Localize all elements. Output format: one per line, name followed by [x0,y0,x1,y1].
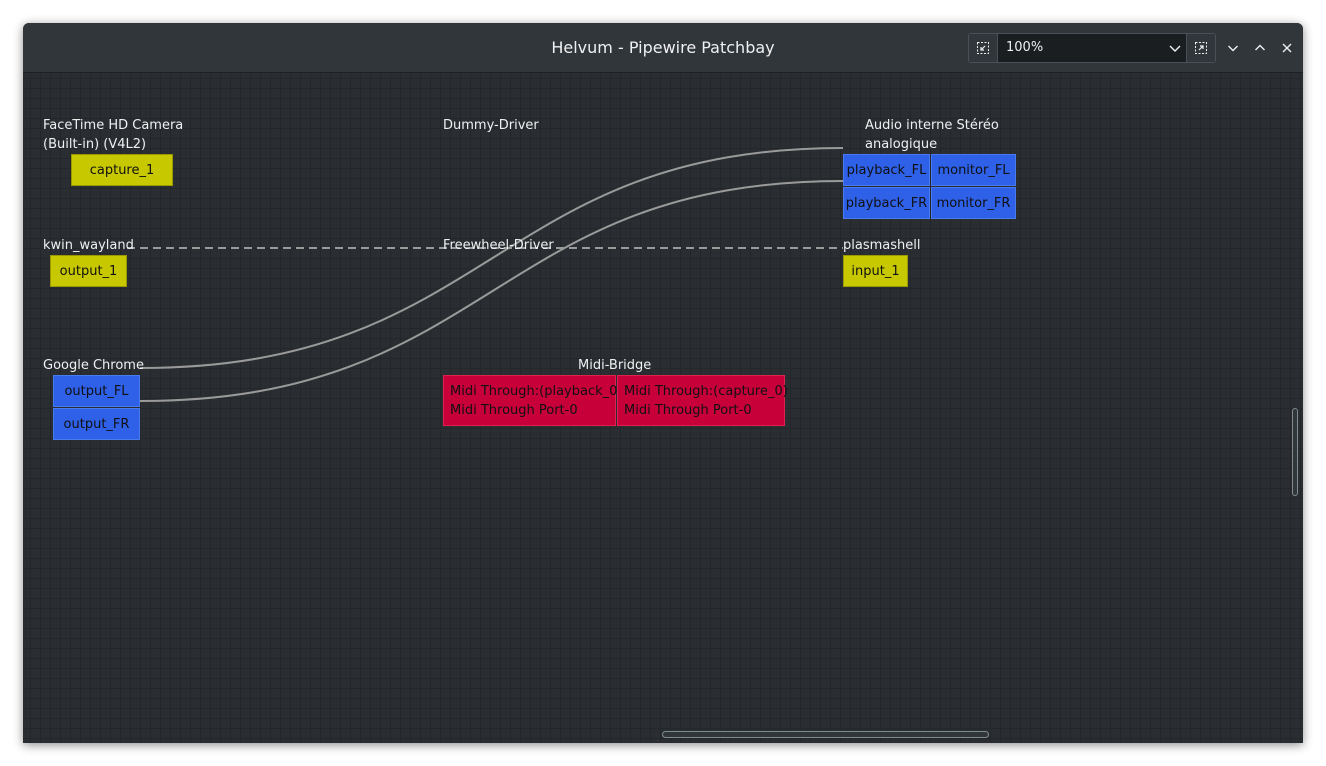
node-title-audio-interne[interactable]: Audio interne Stéréo analogique [865,116,999,154]
port-output-fl[interactable]: output_FL [53,375,140,407]
node-title-google-chrome[interactable]: Google Chrome [43,358,144,373]
chevron-up-icon [1255,44,1265,51]
port-output-fr[interactable]: output_FR [53,408,140,440]
close-icon [1282,43,1292,53]
port-output-1[interactable]: output_1 [50,255,127,287]
node-title-facetime-line1: FaceTime HD Camera [43,118,184,133]
port-midi-through-playback[interactable]: Midi Through:(playback_0) Midi Through P… [443,375,622,426]
zoom-in-button[interactable] [1186,34,1215,62]
zoom-control: 100% [968,33,1216,63]
port-label: monitor_FL [937,162,1010,178]
link-chrome-fl-playback-fl[interactable] [139,147,844,369]
window-title: Helvum - Pipewire Patchbay [551,38,775,57]
port-label: output_FR [63,416,130,432]
node-title-audio-interne-line1: Audio interne Stéréo [865,118,999,133]
graph-canvas[interactable]: FaceTime HD Camera (Built-in) (V4L2) cap… [23,73,1303,743]
node-title-facetime-line2: (Built-in) (V4L2) [43,137,147,152]
port-midi-through-capture[interactable]: Midi Through:(capture_0) Midi Through Po… [617,375,788,426]
maximize-button[interactable] [1250,38,1270,58]
port-label: capture_1 [89,162,155,178]
port-label: input_1 [851,263,900,279]
node-title-kwin-wayland[interactable]: kwin_wayland [43,238,134,253]
port-monitor-fr[interactable]: monitor_FR [931,187,1016,219]
zoom-out-button[interactable] [969,34,998,62]
close-button[interactable] [1277,38,1297,58]
minimize-button[interactable] [1223,38,1243,58]
port-label-line2: Midi Through Port-0 [624,402,752,418]
chevron-down-icon [1169,45,1181,52]
node-title-plasmashell[interactable]: plasmashell [843,238,921,253]
port-label: playback_FR [845,195,928,211]
zoom-original-icon [1195,42,1207,54]
chevron-down-icon [1228,45,1238,52]
node-title-freewheel-driver[interactable]: Freewheel-Driver [443,238,554,253]
helvum-window: Helvum - Pipewire Patchbay 100% [23,23,1303,743]
node-title-audio-interne-line2: analogique [865,137,938,152]
vertical-scrollbar[interactable] [1292,408,1298,496]
node-title-midi-bridge[interactable]: Midi-Bridge [578,358,652,373]
horizontal-scrollbar[interactable] [662,731,989,738]
port-playback-fl[interactable]: playback_FL [843,154,930,186]
port-label: output_1 [59,263,118,279]
port-label-line1: Midi Through:(capture_0) [624,383,788,399]
zoom-fit-icon [977,42,989,54]
zoom-level-value: 100% [1006,40,1044,55]
port-label: monitor_FR [936,195,1011,211]
port-monitor-fl[interactable]: monitor_FL [931,154,1016,186]
link-chrome-fr-playback-fr[interactable] [139,180,844,402]
port-label: playback_FL [846,162,927,178]
zoom-level-select[interactable]: 100% [998,34,1188,62]
port-label-line1: Midi Through:(playback_0) [450,383,623,399]
port-playback-fr[interactable]: playback_FR [843,187,930,219]
port-input-1[interactable]: input_1 [843,255,908,287]
node-title-dummy-driver[interactable]: Dummy-Driver [443,118,539,133]
port-label: output_FL [64,383,129,399]
port-label-line2: Midi Through Port-0 [450,402,578,418]
port-capture-1[interactable]: capture_1 [71,154,173,186]
title-bar: Helvum - Pipewire Patchbay 100% [23,23,1303,73]
node-title-facetime[interactable]: FaceTime HD Camera (Built-in) (V4L2) [43,116,183,154]
